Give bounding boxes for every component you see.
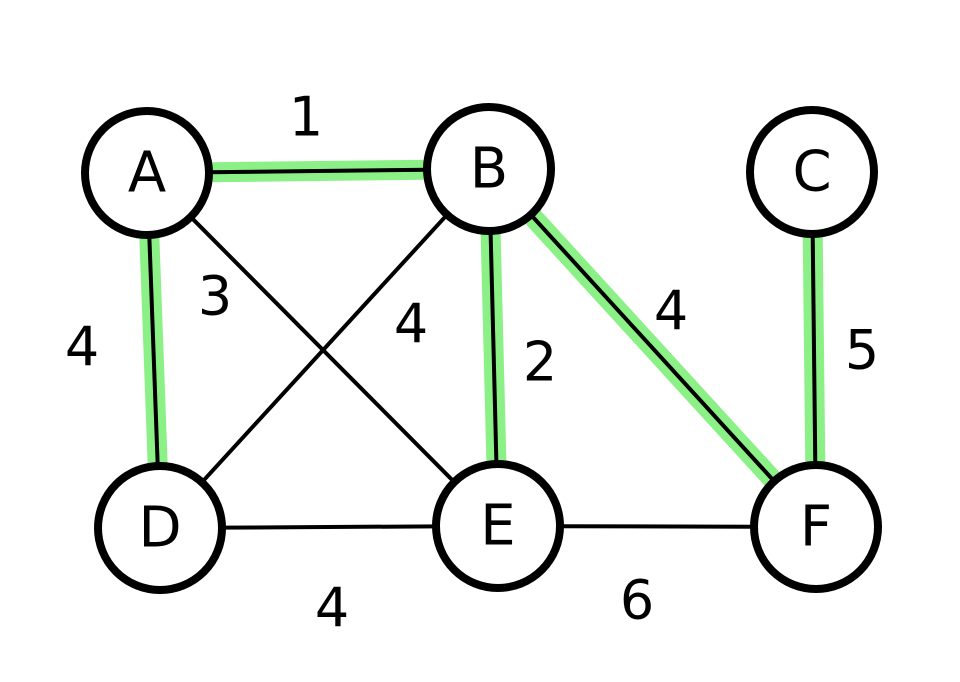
edge-d-e (219, 524, 439, 530)
node-circle-d (94, 462, 226, 594)
edge-layer (147, 167, 818, 530)
edge-weight-b-d: 4 (394, 293, 428, 356)
edge-weight-a-e: 3 (198, 265, 232, 328)
node-label-f: F (800, 495, 832, 560)
edge-weight-b-e: 2 (523, 331, 557, 394)
node-c: C (746, 106, 878, 238)
edge-b-e (488, 228, 499, 467)
edge-a-d (147, 232, 160, 469)
node-label-e: E (480, 494, 515, 559)
edge-weight-a-d: 4 (65, 316, 99, 379)
edge-e-f (557, 524, 757, 529)
node-circle-f (750, 461, 882, 593)
edge-weight-c-f: 5 (845, 319, 879, 382)
node-label-d: D (138, 496, 181, 561)
edge-c-f (810, 231, 818, 468)
node-b: B (423, 103, 555, 235)
node-a: A (81, 107, 213, 239)
node-f: F (750, 461, 882, 593)
edge-b-d (199, 212, 450, 485)
edge-a-b (206, 167, 430, 175)
edge-weight-e-f: 6 (620, 569, 654, 632)
node-d: D (94, 462, 226, 594)
edge-b-f (528, 212, 777, 484)
node-label-a: A (128, 141, 166, 206)
node-circle-a (81, 107, 213, 239)
edge-weight-a-b: 1 (289, 86, 323, 149)
node-layer: A B C D E F (81, 103, 882, 594)
weight-layer: 1 4 3 4 2 4 5 4 6 (65, 86, 879, 640)
node-circle-b (423, 103, 555, 235)
node-label-c: C (792, 140, 831, 205)
edge-weight-d-e: 4 (315, 577, 349, 640)
node-e: E (432, 460, 564, 592)
node-circle-c (746, 106, 878, 238)
edge-weight-b-f: 4 (654, 280, 688, 343)
node-label-b: B (470, 137, 508, 202)
node-circle-e (432, 460, 564, 592)
